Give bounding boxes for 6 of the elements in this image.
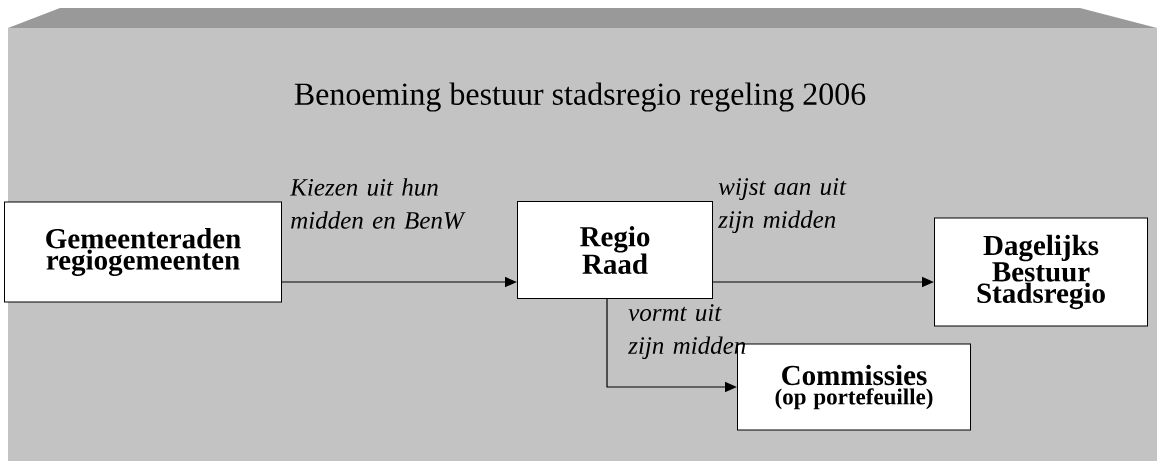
process-box: Regio Raad bbox=[517, 201, 713, 299]
title: Benoeming bestuur stadsregio regeling 2006 bbox=[294, 82, 866, 112]
edge-label: Kiezen uit hun midden en BenW bbox=[289, 178, 466, 229]
process-box: Gemeenteraden regiogemeenten bbox=[4, 201, 282, 303]
edge-label: wijst aan uit zijn midden bbox=[717, 178, 847, 234]
process-box: Dagelijks Bestuur Stadsregio bbox=[934, 217, 1148, 327]
